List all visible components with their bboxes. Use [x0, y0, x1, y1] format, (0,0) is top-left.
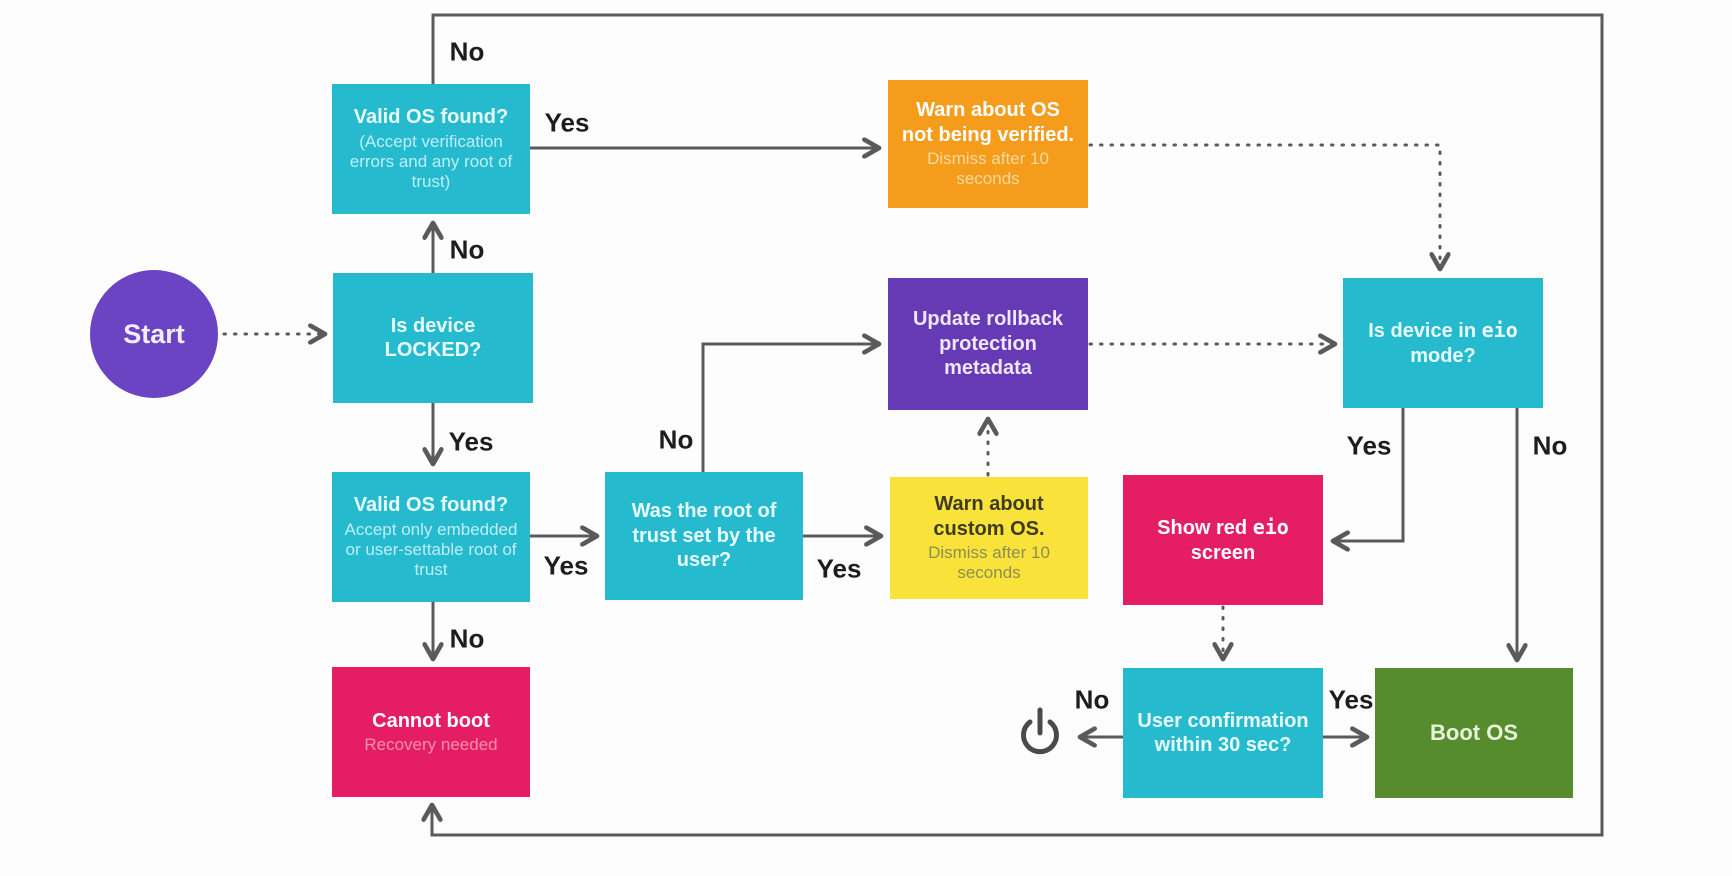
node-title: Warn about custom OS. — [933, 493, 1045, 540]
node-show-red-eio-screen: Show red eio screen — [1123, 475, 1323, 605]
node-title: Is device LOCKED? — [384, 314, 482, 361]
node-title: User confirmation within 30 sec? — [1137, 709, 1309, 756]
node-warn-custom-os: Warn about custom OS. Dismiss after 10 s… — [890, 477, 1088, 599]
node-warn-os-not-verified: Warn about OS not being verified. Dismis… — [888, 80, 1088, 208]
node-start: Start — [90, 270, 218, 398]
edge-label-confirm-no: No — [1074, 684, 1110, 715]
title-suffix: screen — [1190, 541, 1256, 564]
node-user-confirmation: User confirmation within 30 sec? — [1123, 668, 1323, 798]
node-title: Show red eio screen — [1133, 515, 1313, 565]
node-valid-os-user-root: Valid OS found? Accept only embedded or … — [332, 472, 530, 602]
node-subtitle: Accept only embedded or user-settable ro… — [344, 519, 518, 580]
edge-label-wasroot-no: No — [658, 424, 694, 455]
node-title: Update rollback protection metadata — [912, 308, 1064, 380]
edge-label-wasroot-yes: Yes — [816, 553, 862, 584]
connector-wasroot-rollback — [701, 344, 878, 472]
edge-label-validany-yes: Yes — [544, 107, 590, 138]
title-prefix: Is device in — [1368, 320, 1482, 343]
node-title: Is device in eio mode? — [1353, 318, 1533, 368]
node-update-rollback-metadata: Update rollback protection metadata — [888, 278, 1088, 410]
title-suffix: mode? — [1410, 344, 1476, 367]
title-eio: eio — [1481, 318, 1518, 343]
edge-label-eio-yes: Yes — [1346, 430, 1392, 461]
node-is-device-eio-mode: Is device in eio mode? — [1343, 278, 1543, 408]
node-subtitle: Recovery needed — [364, 735, 498, 754]
node-title: Warn about OS not being verified. — [901, 99, 1075, 146]
node-title: Start — [123, 318, 185, 349]
node-title: Was the root of trust set by the user? — [631, 500, 777, 572]
edge-label-frame-no: No — [449, 36, 485, 67]
node-cannot-boot: Cannot boot Recovery needed — [332, 667, 530, 797]
edge-label-validuser-no: No — [449, 623, 485, 654]
edge-label-locked-no: No — [449, 234, 485, 265]
edge-label-locked-yes: Yes — [448, 426, 494, 457]
edge-label-validuser-yes: Yes — [543, 550, 589, 581]
node-valid-os-any-root: Valid OS found? (Accept verification err… — [332, 84, 530, 214]
node-subtitle: Dismiss after 10 seconds — [927, 149, 1049, 189]
edge-label-eio-no: No — [1532, 430, 1568, 461]
edge-label-confirm-yes: Yes — [1328, 684, 1374, 715]
node-was-root-of-trust-set: Was the root of trust set by the user? — [605, 472, 803, 600]
node-title: Valid OS found? — [353, 494, 509, 517]
node-title: Valid OS found? — [353, 106, 509, 129]
node-boot-os: Boot OS — [1375, 668, 1573, 798]
power-icon — [1021, 707, 1059, 755]
node-title: Boot OS — [1430, 719, 1518, 745]
connector-warn-eio-dotted — [1088, 143, 1440, 268]
node-subtitle: (Accept verification errors and any root… — [349, 131, 513, 192]
title-eio: eio — [1252, 515, 1289, 540]
node-subtitle: Dismiss after 10 seconds — [928, 543, 1050, 583]
connector-frame-no — [432, 13, 1604, 837]
node-is-device-locked: Is device LOCKED? — [333, 273, 533, 403]
title-prefix: Show red — [1157, 517, 1253, 540]
connector-eio-redscreen — [1334, 408, 1405, 541]
node-title: Cannot boot — [372, 709, 490, 732]
